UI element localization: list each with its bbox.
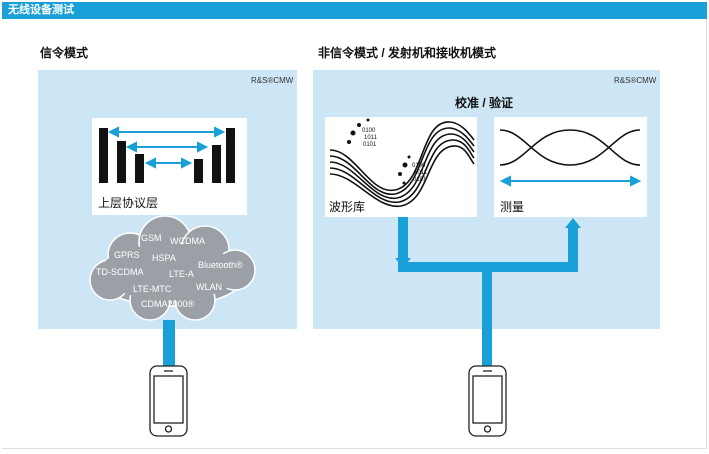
binary-b-1: 1011 [414,170,428,176]
dot-cluster-a [347,118,370,144]
smartphone-icon [468,365,507,437]
binary-a-1: 1011 [364,135,378,141]
signaling-title: 信令模式 [40,46,89,60]
cloud-item-hspa: HSPA [152,253,176,263]
waveform-icon [329,121,475,207]
cloud-item-lte-a: LTE-A [169,269,194,279]
header-bar: 无线设备测试 [2,2,707,19]
cloud-item-bluetooth: Bluetooth® [198,260,243,270]
measurement-arrow [499,175,642,187]
calibration-title: 校准 / 验证 [455,96,514,110]
binary-a-2: 0101 [363,142,377,148]
signaling-brand: R&S®CMW [251,76,294,85]
measurement-box [494,117,647,217]
header-title: 无线设备测试 [8,4,74,16]
binary-a-0: 0100 [362,128,376,134]
waveform-caption: 波形库 [329,200,366,214]
nonsignaling-brand: R&S®CMW [614,76,657,85]
cloud-item-gsm: GSM [141,233,162,243]
outer-frame [2,19,707,449]
bidirectional-arrows [107,126,226,169]
crossing-curves-icon [499,129,641,166]
left-connector [163,320,175,368]
protocol-stack-icon [99,128,235,183]
cloud-item-wcdma: WCDMA [170,236,205,246]
smartphone-icon [149,365,188,437]
flow-connector [395,217,581,368]
cloud-item-td-scdma: TD-SCDMA [96,267,144,277]
binary-b-2: 0101 [413,177,427,183]
cloud-item-cdma2000: CDMA2000® [141,299,195,309]
binary-b-0: 0100 [412,163,426,169]
protocol-caption: 上层协议层 [98,196,159,210]
dot-cluster-b [398,155,411,185]
measurement-caption: 测量 [500,200,525,214]
cloud-item-gprs: GPRS [114,250,140,260]
cloud-item-wlan: WLAN [196,282,223,292]
cloud-item-lte-mtc: LTE-MTC [133,284,172,294]
nonsignaling-title: 非信令模式 / 发射机和接收机模式 [318,46,497,60]
